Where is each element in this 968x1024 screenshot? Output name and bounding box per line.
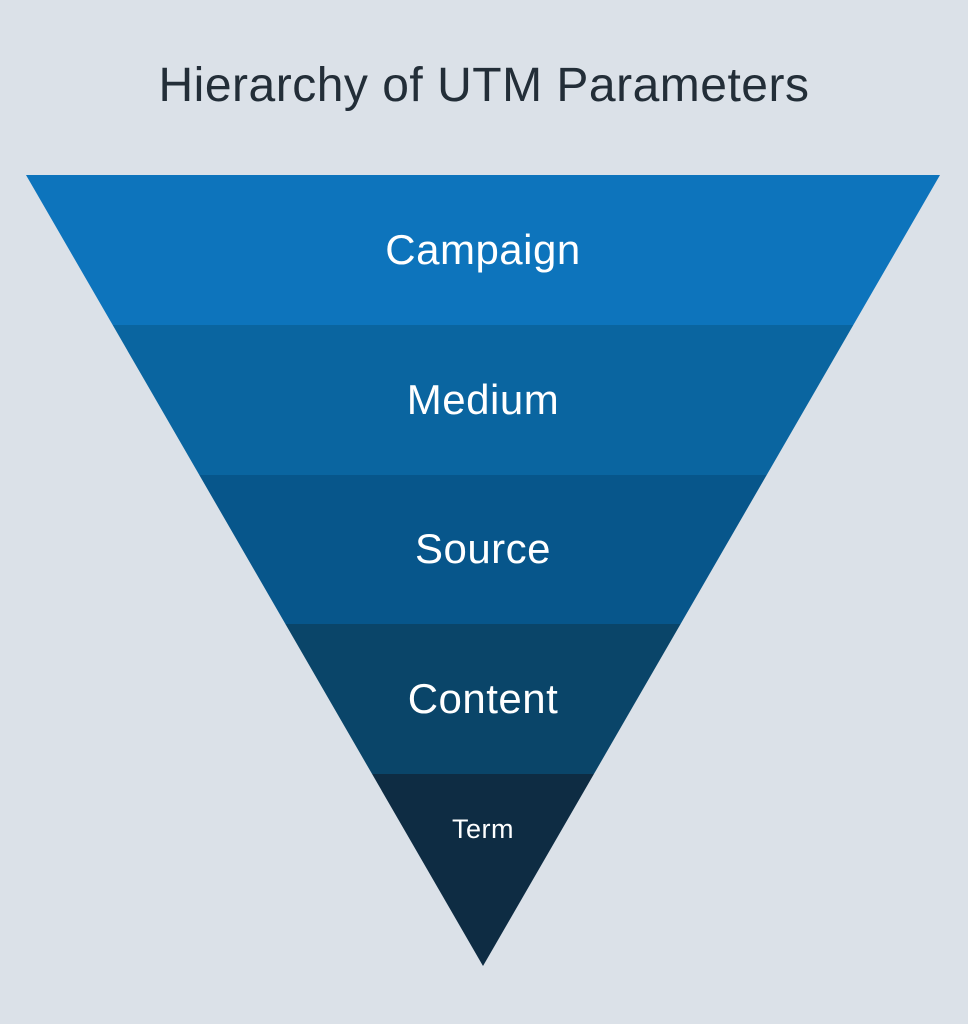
funnel-layer-content: Content (26, 624, 940, 775)
funnel-layer-content-label: Content (407, 675, 559, 723)
funnel-layer-medium-label: Medium (406, 375, 560, 423)
funnel-layer-medium: Medium (26, 324, 940, 475)
funnel-layer-campaign-label: Campaign (385, 225, 581, 273)
funnel-layer-source-label: Source (414, 525, 552, 573)
funnel-layer-campaign: Campaign (26, 175, 940, 325)
utm-funnel-diagram: Campaign Medium Source Content Term (26, 175, 940, 966)
page-title: Hierarchy of UTM Parameters (158, 59, 810, 112)
funnel-layer-term: Term (26, 774, 940, 966)
funnel-layer-term-label: Term (452, 814, 514, 845)
funnel-layer-source: Source (26, 474, 940, 625)
